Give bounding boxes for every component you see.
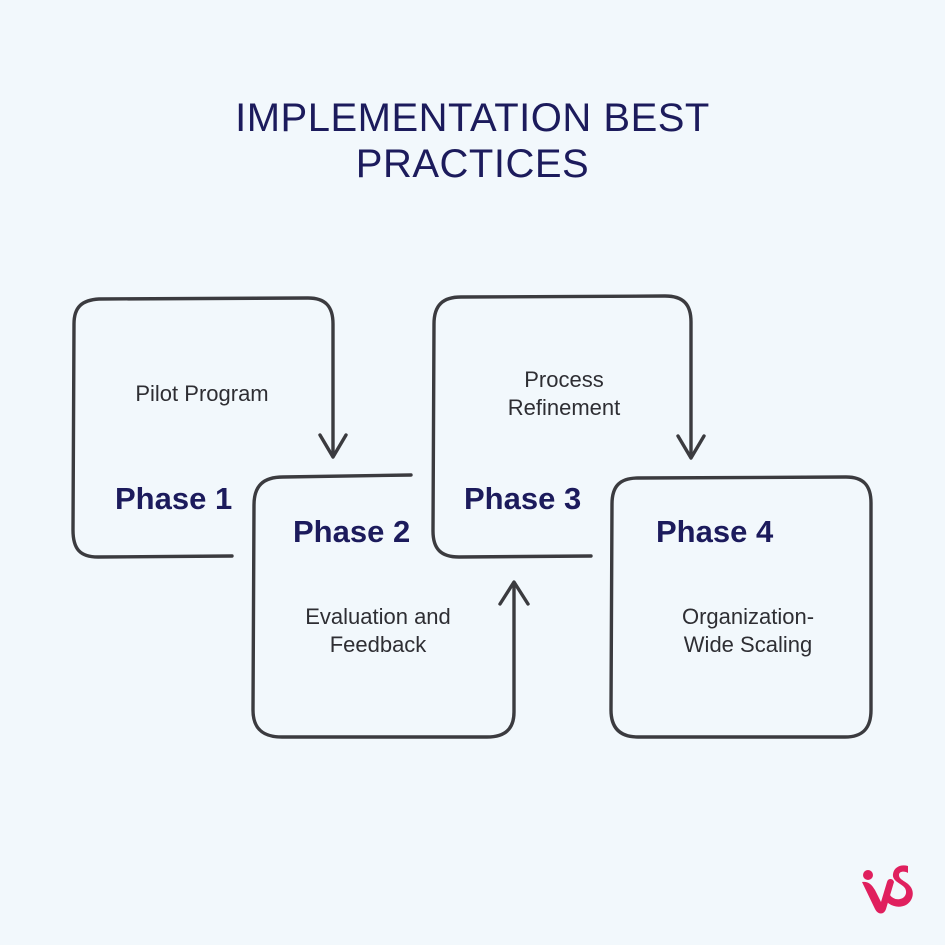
brand-logo-icon	[862, 865, 913, 914]
phase-1-frame	[71, 296, 335, 559]
phase-2-arrowhead	[498, 580, 530, 606]
phase-3-label: Phase 3	[464, 481, 582, 516]
phase-1-label: Phase 1	[115, 481, 233, 516]
page-title: IMPLEMENTATION BEST PRACTICES	[235, 96, 710, 186]
phase-4-description: Organization- Wide Scaling	[681, 604, 815, 657]
phase-2-frame	[251, 473, 516, 739]
phase-4-label: Phase 4	[656, 514, 774, 549]
phase-3-description: Process Refinement	[507, 367, 621, 420]
phase-3-arrowhead	[676, 434, 706, 460]
phase-3-frame	[431, 294, 693, 559]
phase-2-label: Phase 2	[293, 514, 411, 549]
phase-2-description: Evaluation and Feedback	[305, 604, 451, 657]
phase-1-arrowhead	[318, 433, 348, 459]
phase-4-frame	[609, 475, 873, 739]
phase-1-description: Pilot Program	[135, 381, 269, 406]
